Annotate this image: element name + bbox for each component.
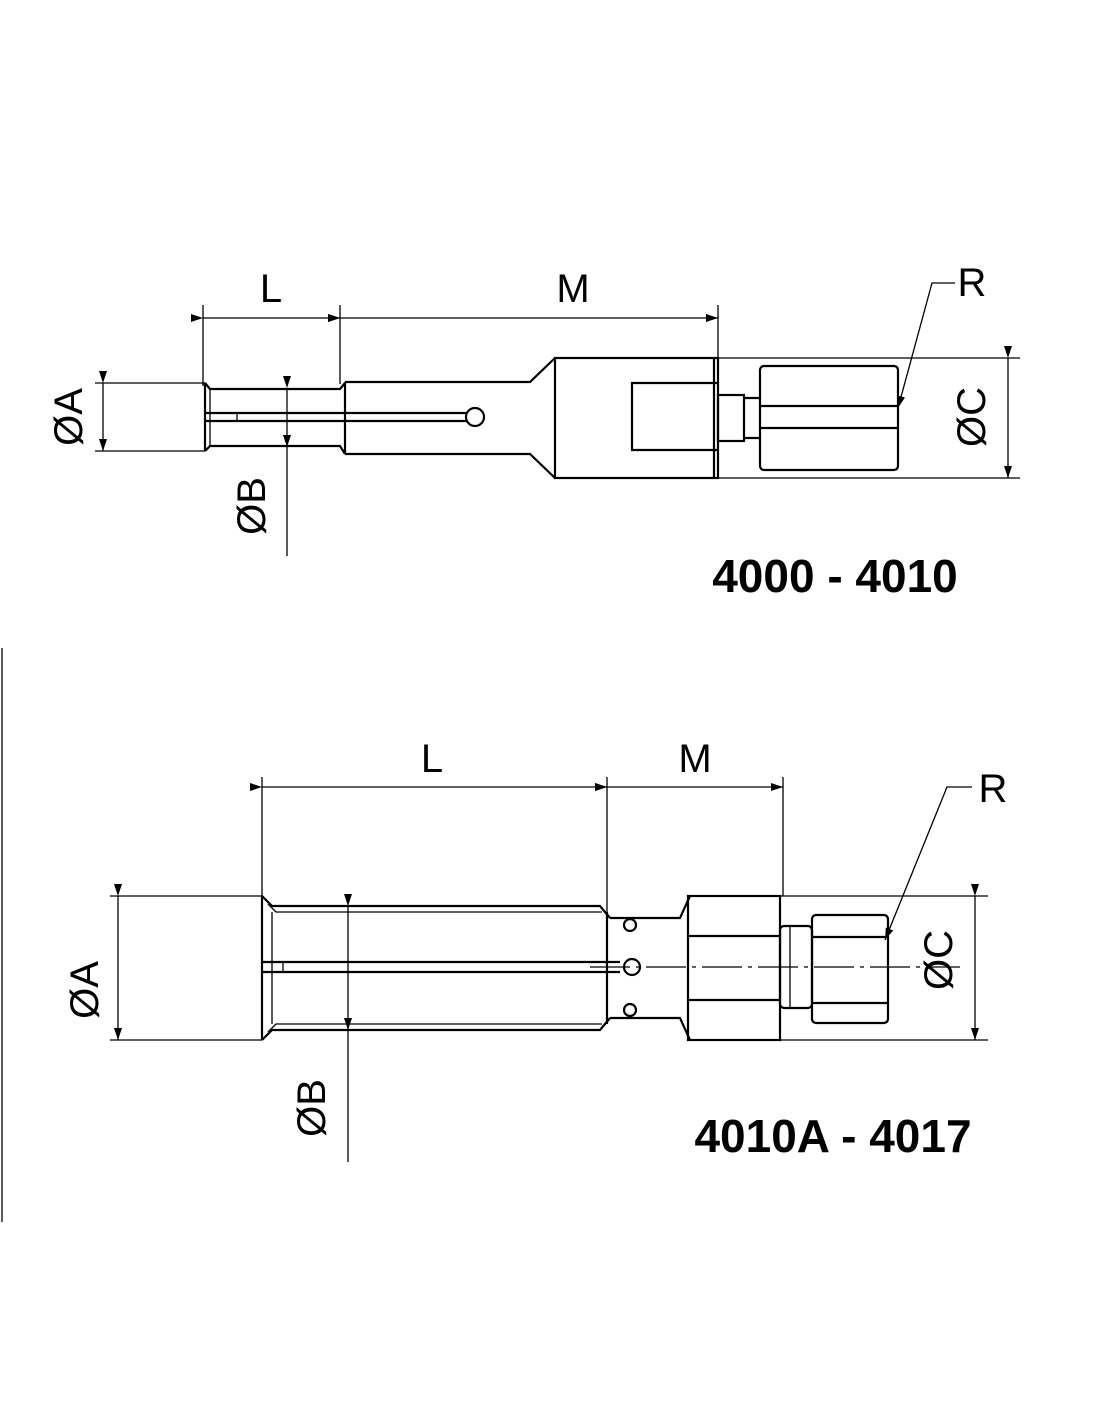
label-diameter-C: ØC bbox=[917, 930, 961, 990]
part-number-title: 4010A - 4017 bbox=[694, 1110, 971, 1162]
label-diameter-A: ØA bbox=[47, 388, 91, 446]
label-L: L bbox=[421, 737, 443, 781]
label-diameter-B: ØB bbox=[230, 477, 274, 535]
part-number-title: 4000 - 4010 bbox=[712, 550, 958, 602]
label-diameter-C: ØC bbox=[950, 387, 994, 447]
label-L: L bbox=[260, 267, 282, 311]
label-R: R bbox=[958, 261, 987, 305]
label-M: M bbox=[678, 737, 711, 781]
drawing-4010A-4017: L M ØA ØC R ØB 4010A - 4017 bbox=[63, 737, 1007, 1162]
drawing-4000-4010: L M ØA ØC R ØB 4000 - 4010 bbox=[47, 261, 1020, 602]
label-M: M bbox=[556, 267, 589, 311]
label-diameter-B: ØB bbox=[290, 1079, 334, 1137]
label-R: R bbox=[979, 767, 1008, 811]
label-diameter-A: ØA bbox=[63, 961, 107, 1019]
